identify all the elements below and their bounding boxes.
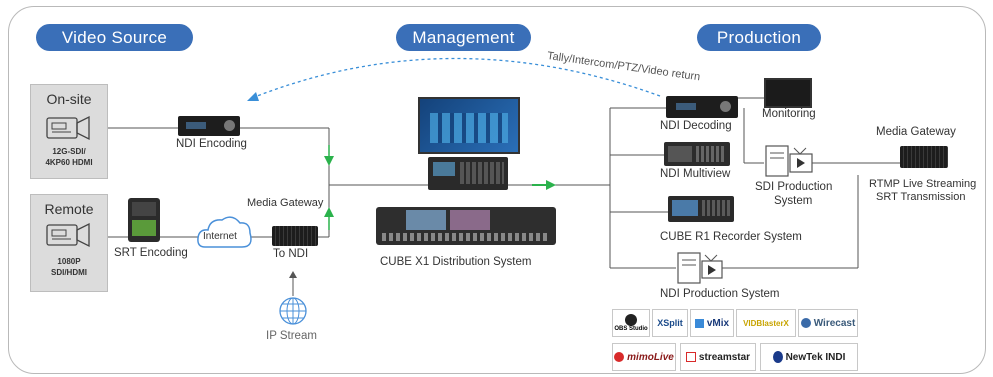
media-gateway-left-device [272, 226, 318, 246]
ndi-encoding-label: NDI Encoding [176, 138, 247, 150]
monitoring-label: Monitoring [762, 108, 816, 120]
ndi-multiview-label: NDI Multiview [660, 168, 731, 180]
mimolive-logo-text: mimoLive [627, 351, 674, 363]
cube-x1-unit [428, 157, 508, 190]
vmix-logo: vMix [690, 309, 734, 337]
ndi-multiview-device [664, 142, 730, 166]
obs-logo: OBS Studio [612, 309, 650, 337]
section-video-source: Video Source [36, 24, 193, 51]
srt-encoder-device [128, 198, 160, 242]
rtmp-label: RTMP Live Streaming [869, 178, 977, 190]
cube-r1-label: CUBE R1 Recorder System [660, 231, 802, 243]
section-management: Management [396, 24, 531, 51]
ndi-decoder-device [666, 96, 738, 118]
sdi-production-label-2: System [774, 195, 813, 207]
remote-spec-2: SDI/HDMI [51, 268, 87, 277]
ndi-production-label: NDI Production System [660, 288, 780, 300]
vidblaster-logo: VIDBlasterX [736, 309, 796, 337]
remote-title: Remote [44, 201, 94, 217]
media-gateway-right-device [900, 146, 948, 168]
monitor-screen [764, 78, 812, 108]
mimolive-logo: mimoLive [612, 343, 676, 371]
camera-icon [46, 115, 90, 141]
camera-icon [46, 222, 90, 248]
srt-transmission-label: SRT Transmission [876, 191, 966, 203]
onsite-spec-2: 4KP60 HDMI [45, 158, 93, 167]
media-gateway-right-title: Media Gateway [876, 126, 956, 138]
streamstar-logo-text: streamstar [698, 351, 751, 363]
sdi-production-label-1: SDI Production [755, 181, 833, 193]
ndi-encoder-device [178, 116, 240, 136]
diagram-frame [8, 6, 986, 374]
xsplit-logo-text: XSplit [657, 318, 683, 328]
streamstar-logo: streamstar [680, 343, 756, 371]
onsite-source-box: On-site 12G-SDI/ 4KP60 HDMI [30, 84, 108, 179]
onsite-title: On-site [46, 91, 92, 107]
obs-logo-text: OBS Studio [614, 326, 648, 332]
internet-label: Internet [203, 231, 237, 242]
ndi-decoding-label: NDI Decoding [660, 120, 732, 132]
remote-spec-1: 1080P [57, 257, 81, 266]
vmix-logo-text: vMix [706, 317, 730, 329]
wirecast-logo-text: Wirecast [813, 317, 856, 329]
wirecast-logo: Wirecast [798, 309, 858, 337]
section-production: Production [697, 24, 821, 51]
onsite-spec-1: 12G-SDI/ [52, 147, 86, 156]
remote-source-box: Remote 1080P SDI/HDMI [30, 194, 108, 292]
media-gateway-left-title: Media Gateway [247, 197, 324, 209]
to-ndi-label: To NDI [273, 248, 309, 260]
vidblaster-logo-text: VIDBlasterX [743, 318, 789, 328]
newtek-logo-text: NewTek INDI [785, 351, 846, 363]
cube-r1-device [668, 196, 734, 222]
srt-encoding-label: SRT Encoding [114, 247, 188, 259]
cube-x1-console [376, 207, 556, 245]
newtek-logo: NewTek INDI [760, 343, 858, 371]
ip-stream-label: IP Stream [266, 330, 317, 342]
xsplit-logo: XSplit [652, 309, 688, 337]
management-screen [418, 97, 520, 154]
cube-x1-label: CUBE X1 Distribution System [380, 256, 532, 268]
